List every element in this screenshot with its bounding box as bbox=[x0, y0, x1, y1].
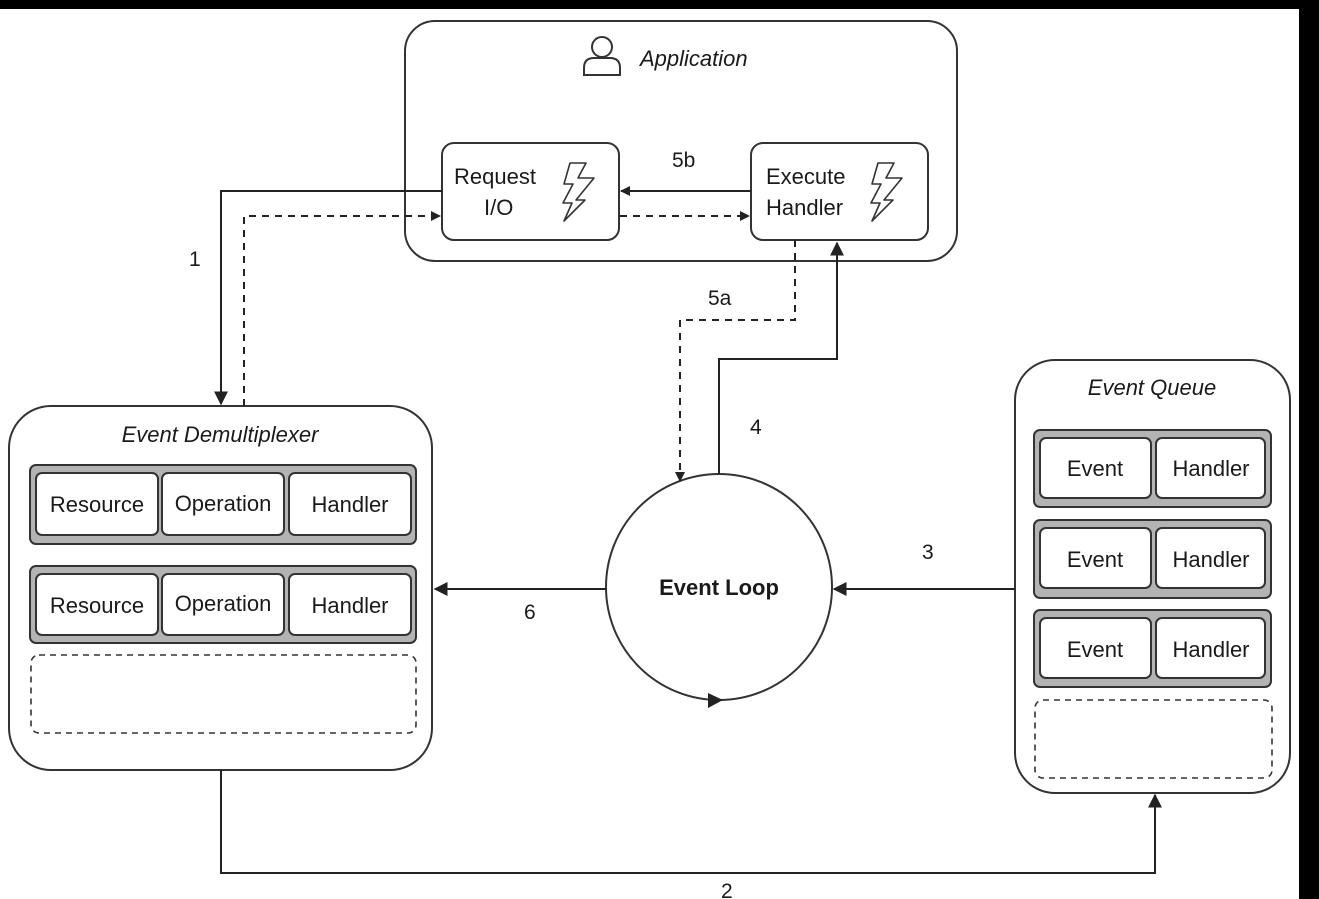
queue-empty-slot bbox=[1034, 699, 1273, 779]
lightning-icon bbox=[870, 162, 903, 222]
execute-handler-box: Execute Handler bbox=[750, 142, 929, 241]
queue-cell-handler: Handler bbox=[1172, 547, 1249, 572]
execute-handler-label-line2: Handler bbox=[766, 195, 843, 220]
request-io-label-line2: I/O bbox=[484, 195, 513, 220]
demux-cell-resource: Resource bbox=[50, 492, 144, 517]
application-title: Application bbox=[638, 46, 748, 71]
demux-empty-slot bbox=[30, 654, 417, 734]
queue-cell-handler: Handler bbox=[1172, 637, 1249, 662]
step-4-label: 4 bbox=[750, 416, 762, 439]
lightning-icon bbox=[562, 162, 595, 222]
arrow-1 bbox=[214, 190, 442, 406]
demux-row: Resource Operation Handler bbox=[29, 464, 417, 545]
step-2-label: 2 bbox=[721, 880, 733, 899]
demultiplexer-title: Event Demultiplexer bbox=[122, 422, 321, 447]
event-queue-title: Event Queue bbox=[1088, 375, 1216, 400]
demux-row: Resource Operation Handler bbox=[29, 565, 417, 644]
user-icon bbox=[583, 36, 621, 76]
queue-row: Event Handler bbox=[1033, 429, 1272, 508]
application-panel: Application Request I/O Execute Handler … bbox=[404, 20, 958, 262]
event-demultiplexer-panel: Event Demultiplexer Resource Operation H… bbox=[8, 405, 433, 771]
queue-cell-handler: Handler bbox=[1172, 456, 1249, 481]
queue-cell-event: Event bbox=[1067, 456, 1123, 481]
demux-cell-operation: Operation bbox=[175, 491, 272, 516]
step-5b-label: 5b bbox=[672, 149, 695, 172]
arrow-4 bbox=[718, 241, 844, 474]
step-6-label: 6 bbox=[524, 601, 536, 624]
queue-cell-event: Event bbox=[1067, 547, 1123, 572]
step-1-label: 1 bbox=[189, 248, 201, 271]
demux-cell-handler: Handler bbox=[311, 492, 388, 517]
queue-cell-event: Event bbox=[1067, 637, 1123, 662]
event-loop: Event Loop bbox=[605, 473, 833, 708]
demux-cell-resource: Resource bbox=[50, 593, 144, 618]
step-5a-label: 5a bbox=[708, 287, 732, 310]
event-queue-panel: Event Queue Event Handler Event Handler … bbox=[1014, 359, 1291, 794]
queue-row: Event Handler bbox=[1033, 609, 1272, 688]
queue-row: Event Handler bbox=[1033, 519, 1272, 599]
arrow-2 bbox=[220, 770, 1162, 874]
arrow-5a bbox=[675, 240, 796, 482]
event-loop-label: Event Loop bbox=[659, 575, 779, 600]
step-3-label: 3 bbox=[922, 541, 934, 564]
execute-handler-label-line1: Execute bbox=[766, 164, 846, 189]
loop-direction-arrow bbox=[708, 693, 723, 708]
request-io-box: Request I/O bbox=[441, 142, 620, 241]
demux-cell-handler: Handler bbox=[311, 593, 388, 618]
request-io-label-line1: Request bbox=[454, 164, 536, 189]
demux-cell-operation: Operation bbox=[175, 591, 272, 616]
